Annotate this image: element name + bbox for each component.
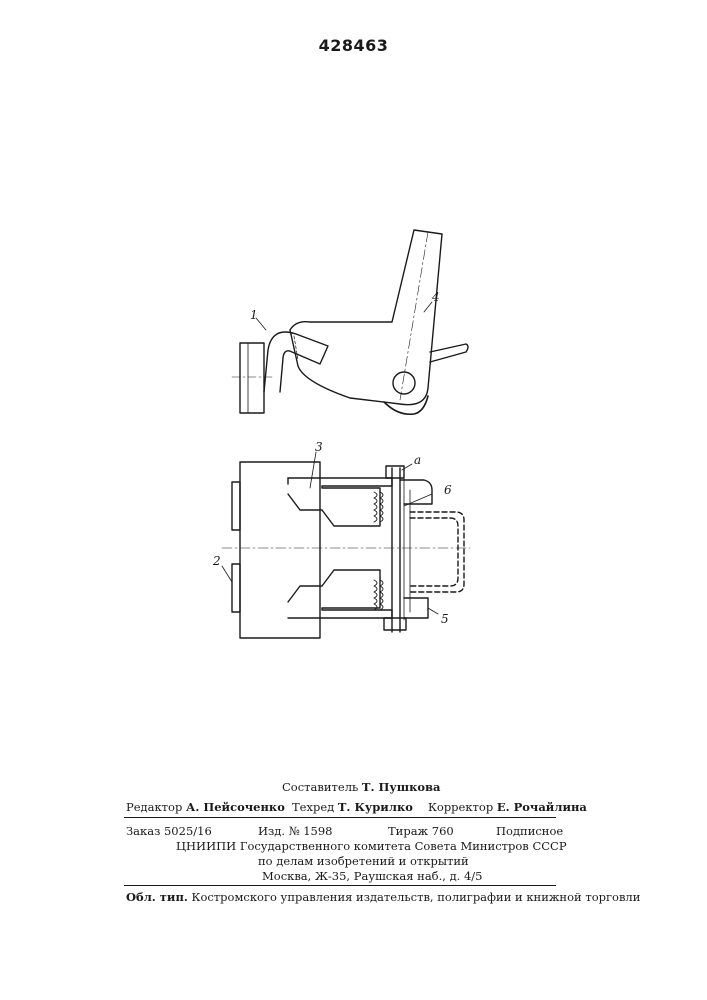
techred-line: Техред Т. Курилко (292, 800, 413, 814)
figure-2 (222, 462, 470, 638)
printer-line: Обл. тип. Костромского управления издате… (126, 890, 640, 904)
divider-top (124, 817, 556, 818)
order-number: Заказ 5025/16 (126, 824, 212, 838)
publisher-address: Москва, Ж-35, Раушская наб., д. 4/5 (262, 869, 482, 883)
edition-number: Изд. № 1598 (258, 824, 333, 838)
fig2-label-a: a (414, 453, 421, 467)
figure-1 (232, 230, 468, 414)
corrector-name: Е. Рочайлина (497, 800, 587, 814)
compiler-role: Составитель (282, 780, 358, 794)
fig1-base-plate (240, 343, 264, 413)
fig2-clip-5 (404, 598, 428, 618)
fig1-label-4: 4 (431, 290, 440, 304)
fig1-spring-arm (264, 332, 328, 392)
editor-name: А. Пейсоченко (186, 800, 285, 814)
corrector-line: Корректор Е. Рочайлина (428, 800, 587, 814)
compiler-line: Составитель Т. Пушкова (282, 780, 441, 794)
divider-bottom (124, 885, 556, 886)
compiler-name: Т. Пушкова (362, 780, 441, 794)
print-run: Тираж 760 (388, 824, 454, 838)
editor-role: Редактор (126, 800, 182, 814)
fig2-label-5: 5 (441, 612, 449, 626)
techred-role: Техред (292, 800, 334, 814)
fig2-label-3: 3 (315, 440, 323, 454)
fig1-label-1: 1 (250, 308, 258, 322)
fig2-base-body (240, 462, 320, 638)
printer-prefix: Обл. тип. (126, 890, 188, 904)
corrector-role: Корректор (428, 800, 493, 814)
techred-name: Т. Курилко (338, 800, 413, 814)
institute-line-2: по делам изобретений и открытий (258, 854, 469, 868)
printer-text: Костромского управления издательств, пол… (192, 890, 641, 904)
fig1-lever (290, 230, 442, 405)
institute-line-1: ЦНИИПИ Государственного комитета Совета … (176, 839, 567, 853)
editor-line: Редактор А. Пейсоченко (126, 800, 285, 814)
subscription-label: Подписное (496, 824, 563, 838)
fig2-label-6: 6 (444, 483, 452, 497)
fig2-label-2: 2 (212, 554, 221, 568)
